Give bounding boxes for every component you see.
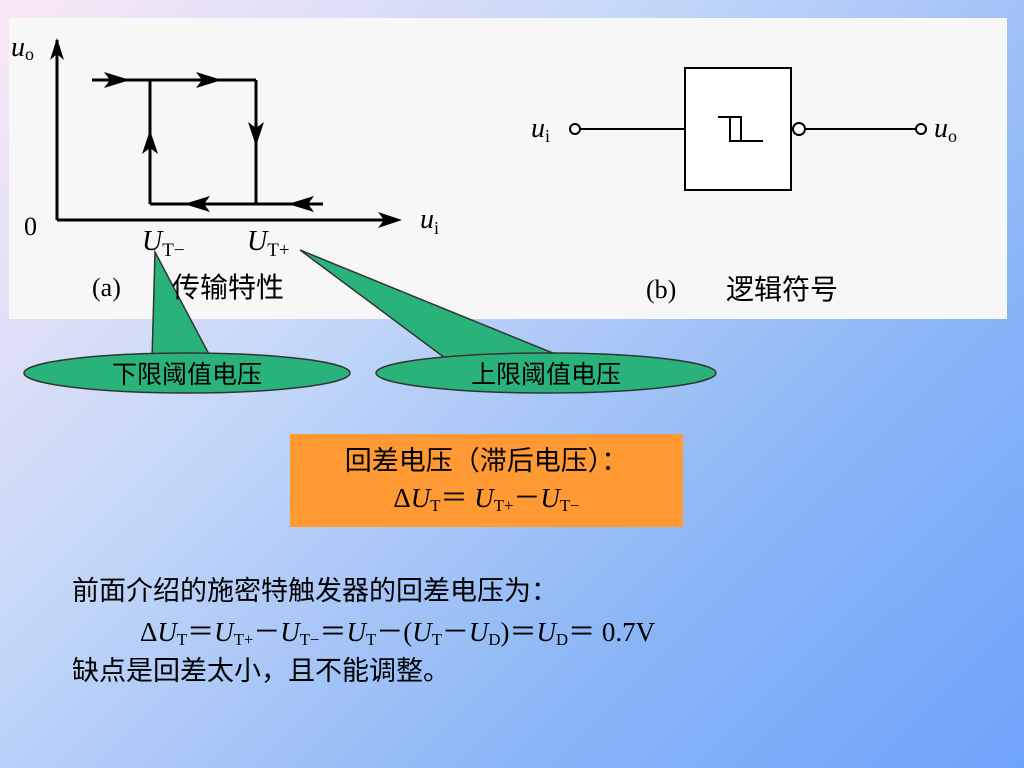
callout-lower-label: 下限阈值电压 [112,360,262,389]
output-label: uo [934,113,957,146]
input-label: ui [531,113,550,146]
x-axis-label: ui [420,204,439,238]
threshold-high-label: UT+ [247,226,290,261]
figure-svg: uo ui 0 UT− UT+ (a) ui uo (b) 下限阈值电压 上限阈… [11,32,957,394]
transfer-characteristic: uo ui 0 UT− UT+ (a) [11,32,439,302]
notes: 前面介绍的施密特触发器的回差电压为： ΔUT＝UT+－UT−＝UT－(UT－UD… [72,572,655,692]
callout-upper: 上限阈值电压 [299,249,717,394]
figure-panel [9,18,1007,319]
output-terminal [915,123,927,135]
hysteresis-voltage-box: 回差电压（滞后电压）： ΔUT＝ UT+－UT− [290,434,683,527]
arrow-top-1 [104,72,130,88]
arrow-bottom-1 [184,196,210,212]
arrow-bottom-2 [288,196,314,212]
y-axis-arrowhead [50,38,64,60]
input-terminal [569,123,581,135]
callout-upper-pointer [299,249,566,359]
logic-symbol: ui uo (b) [531,67,957,304]
hysteresis-title: 回差电压（滞后电压）： [344,446,629,477]
caption-b-text: 逻辑符号 [726,273,839,306]
y-axis-label: uo [11,32,34,64]
notes-equation: ΔUT＝UT+－UT−＝UT－(UT－UD)＝UD＝ 0.7V [140,617,656,650]
origin-label: 0 [24,212,37,241]
arrow-up-left [142,130,158,154]
threshold-low-label: UT− [142,226,185,261]
notes-line1: 前面介绍的施密特触发器的回差电压为： [72,576,558,607]
inverter-bubble [792,122,806,136]
hysteresis-formula: ΔUT＝ UT+－UT− [393,483,580,516]
x-axis-arrowhead [378,212,402,228]
callout-lower: 下限阈值电压 [23,249,351,394]
arrow-top-2 [196,72,222,88]
caption-a-tag: (a) [92,273,121,302]
arrow-down-right [248,122,264,146]
callout-upper-label: 上限阈值电压 [471,360,621,389]
gate-box [684,67,792,191]
callout-upper-bubble [375,352,717,394]
callout-lower-bubble [23,352,351,394]
hysteresis-icon [718,116,763,142]
caption-b-tag: (b) [646,275,676,304]
notes-line3: 缺点是回差太小，且不能调整。 [72,656,450,687]
caption-a-text: 传输特性 [172,271,285,304]
